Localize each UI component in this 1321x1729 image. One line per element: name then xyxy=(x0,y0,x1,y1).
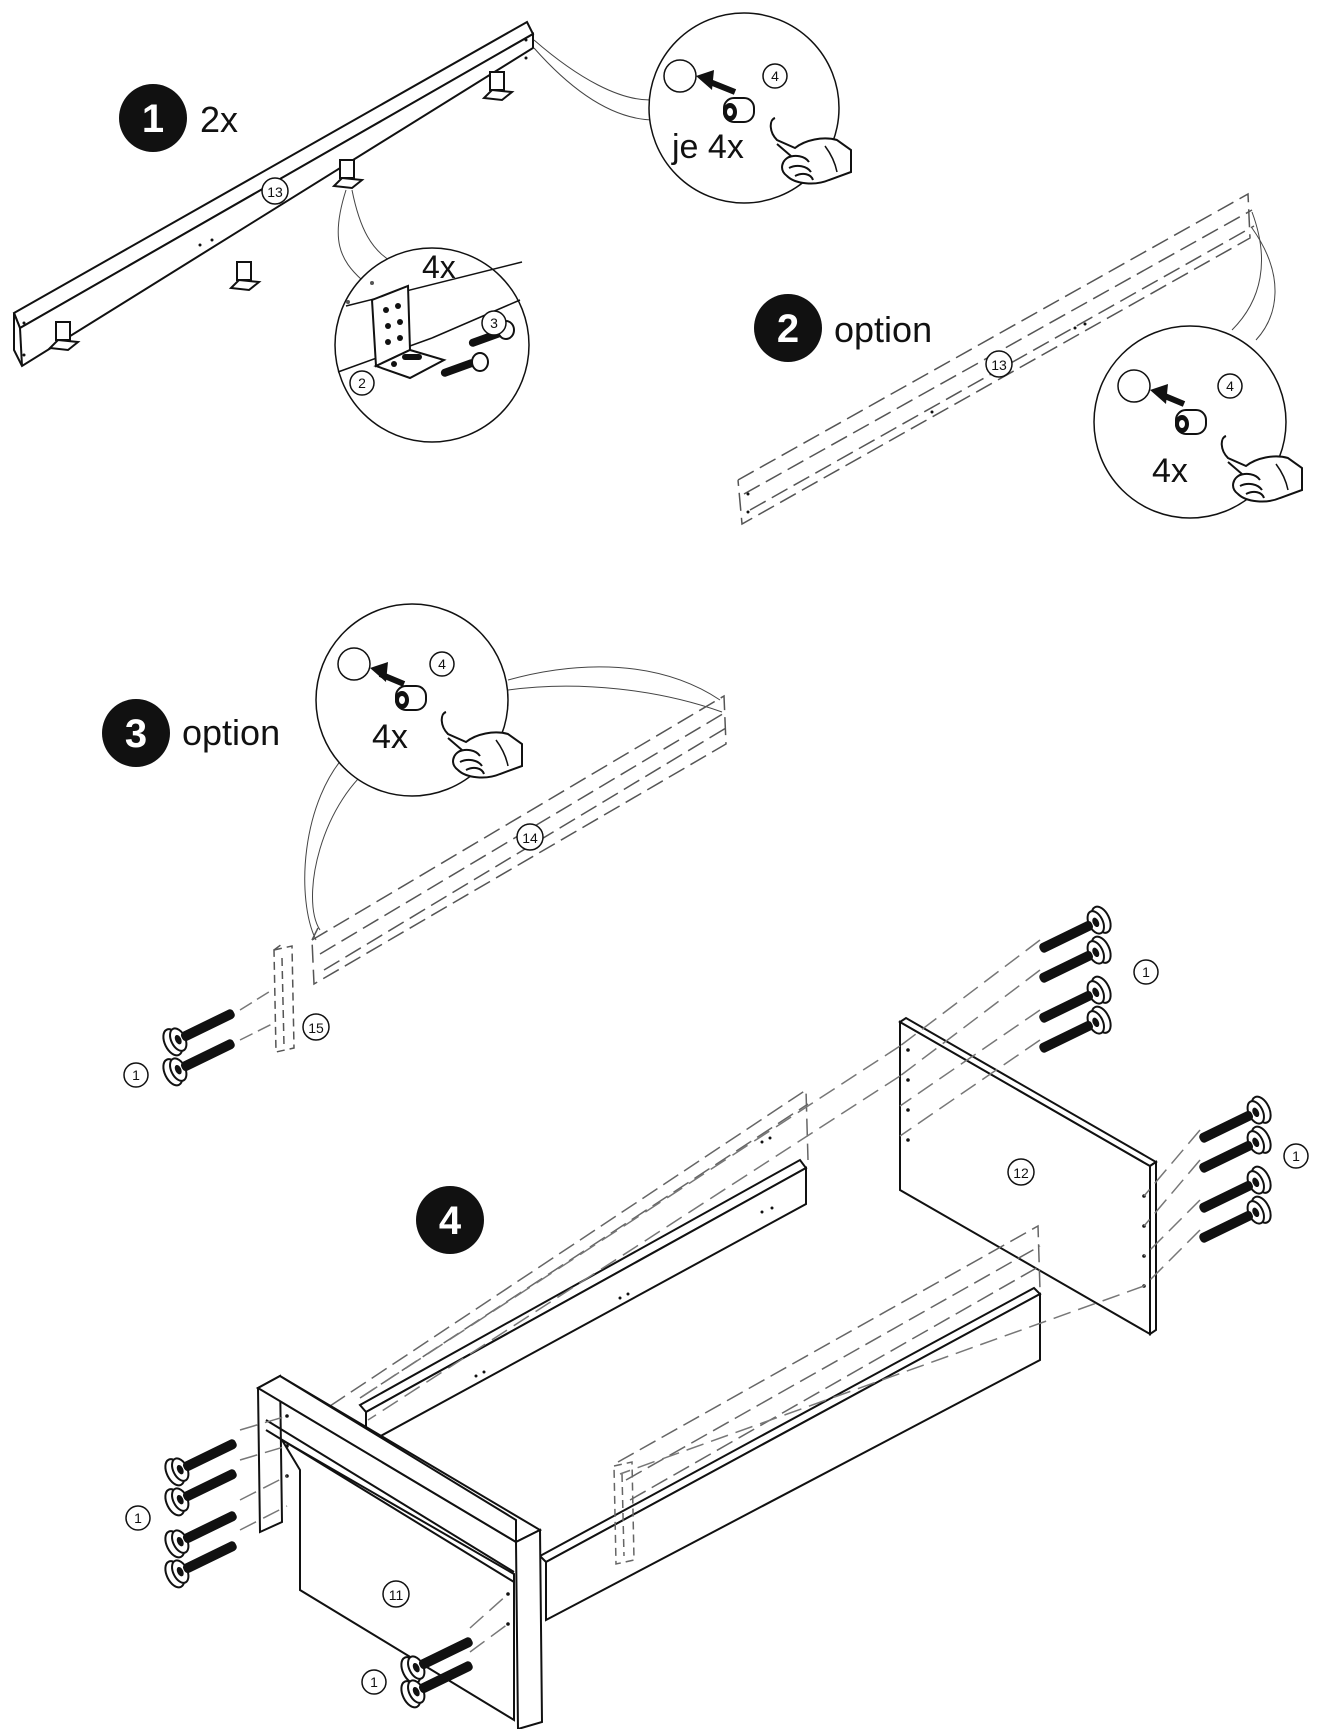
svg-text:4: 4 xyxy=(438,656,446,672)
bracket-icon xyxy=(47,321,81,352)
svg-text:13: 13 xyxy=(991,357,1007,373)
arrow-icon xyxy=(370,662,388,682)
cam-lock-icon xyxy=(722,97,755,123)
block-dashed xyxy=(613,1461,635,1565)
svg-text:15: 15 xyxy=(308,1020,324,1036)
bolt-guide-lines xyxy=(239,939,1201,1653)
svg-text:12: 12 xyxy=(1013,1165,1029,1181)
block-15-dashed xyxy=(273,943,295,1053)
part-label-13: 13 xyxy=(985,350,1013,378)
callout-quantity: 4x xyxy=(422,249,456,285)
step-1-number: 1 xyxy=(142,97,164,141)
callout-quantity: je 4x xyxy=(671,128,744,166)
hole-icon xyxy=(663,59,697,93)
step-badge: 4 xyxy=(416,1186,484,1254)
bracket-icon xyxy=(331,159,365,190)
step-2: 2 option 13 4 4x xyxy=(737,192,1303,526)
arrow-icon xyxy=(1150,384,1168,404)
lower-rail-dashed xyxy=(617,1224,1041,1501)
top-rail-dashed xyxy=(329,1088,809,1407)
step-4-number: 4 xyxy=(439,1199,462,1243)
part-label-15: 15 xyxy=(302,1013,330,1041)
callout-bracket-step1: 4x xyxy=(334,247,530,443)
svg-text:4: 4 xyxy=(771,68,779,84)
part-label-2: 2 xyxy=(349,370,375,396)
step-badge: 3 xyxy=(102,699,170,767)
svg-text:1: 1 xyxy=(1292,1148,1300,1164)
step-3: 3 option 4 4x 14 xyxy=(102,603,727,1090)
side-rail-back xyxy=(358,1158,808,1446)
angle-bracket-icon xyxy=(370,284,447,380)
svg-text:1: 1 xyxy=(1142,964,1150,980)
part-label-11: 11 xyxy=(382,1580,410,1608)
part-label-1: 1 xyxy=(125,1505,151,1531)
part-label-14: 14 xyxy=(516,823,544,851)
svg-text:13: 13 xyxy=(267,184,283,200)
hole-icon xyxy=(1117,369,1151,403)
step-3-number: 3 xyxy=(125,712,147,756)
screw-icon xyxy=(440,352,489,377)
step-2-number: 2 xyxy=(777,307,799,351)
part-label-4: 4 xyxy=(762,63,788,89)
bracket-icon xyxy=(481,71,515,102)
step-1-quantity: 2x xyxy=(200,99,238,140)
svg-text:4: 4 xyxy=(1226,378,1234,394)
callout-cam-step2: 4 4x xyxy=(1093,325,1303,519)
svg-text:3: 3 xyxy=(490,315,498,331)
svg-text:14: 14 xyxy=(522,830,538,846)
svg-text:1: 1 xyxy=(132,1067,140,1083)
part-label-4: 4 xyxy=(429,651,455,677)
svg-text:1: 1 xyxy=(370,1674,378,1690)
callout-quantity: 4x xyxy=(1152,452,1188,490)
side-rail-front xyxy=(538,1286,1042,1622)
callout-quantity: 4x xyxy=(372,718,408,756)
cam-lock-icon xyxy=(394,685,427,711)
svg-text:11: 11 xyxy=(389,1587,404,1603)
callout-cam-step1: 4 je 4x xyxy=(648,12,852,204)
hole-icon xyxy=(337,647,371,681)
cam-lock-icon xyxy=(1174,409,1207,435)
part-label-1: 1 xyxy=(123,1062,149,1088)
svg-text:1: 1 xyxy=(134,1510,142,1526)
part-label-1: 1 xyxy=(1283,1143,1309,1169)
step-1: 1 2x xyxy=(12,12,852,443)
part-label-13: 13 xyxy=(261,177,289,205)
step-badge: 1 xyxy=(119,84,187,152)
footboard-11 xyxy=(255,1374,544,1729)
part-label-4: 4 xyxy=(1217,373,1243,399)
arrow-icon xyxy=(696,70,714,90)
part-label-3: 3 xyxy=(481,310,507,336)
bracket-icon xyxy=(228,261,262,292)
part-label-1: 1 xyxy=(361,1669,387,1695)
svg-text:2: 2 xyxy=(358,375,366,391)
part-label-12: 12 xyxy=(1007,1158,1035,1186)
step-4: 4 12 xyxy=(125,902,1309,1729)
step-3-label: option xyxy=(182,712,280,753)
callout-cam-step3: 4 4x xyxy=(315,603,523,797)
part-label-1: 1 xyxy=(1133,959,1159,985)
step-badge: 2 xyxy=(754,294,822,362)
step-2-label: option xyxy=(834,309,932,350)
